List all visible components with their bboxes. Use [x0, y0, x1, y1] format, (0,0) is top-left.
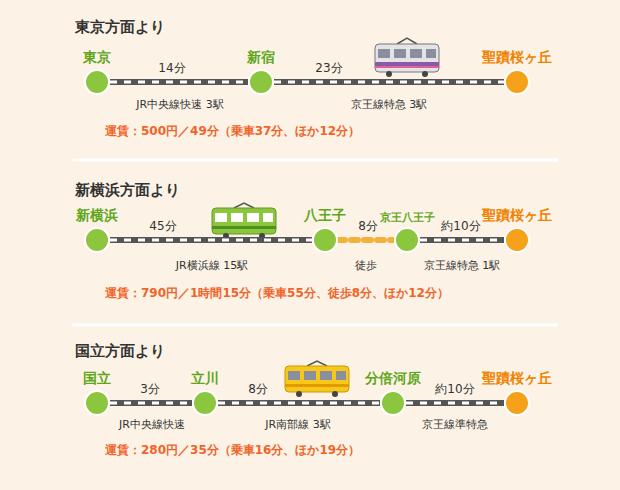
station-circle: 新横浜 — [84, 227, 110, 253]
fare-note: 運賃：790円／1時間15分（乗車55分、徒歩8分、ほか12分） — [105, 285, 449, 302]
station-circle: 東京 — [84, 69, 110, 95]
track-base — [406, 400, 504, 406]
track-base — [110, 79, 248, 85]
destination-station: 聖蹟桜ヶ丘 — [504, 390, 530, 416]
station-circle: 国立 — [84, 390, 110, 416]
station-circle: 分倍河原 — [380, 390, 406, 416]
rail-track — [110, 82, 248, 83]
section-heading: 新横浜方面より — [75, 181, 180, 200]
train-icon — [375, 38, 439, 77]
line-name: 京王線特急 1駅 — [424, 258, 501, 273]
station-circle: 八王子 — [312, 227, 338, 253]
travel-time: 約10分 — [439, 218, 482, 235]
track-ties — [110, 239, 312, 242]
station-name: 八王子 — [304, 207, 346, 225]
track-ties — [274, 81, 504, 84]
line-name: JR南部線 3駅 — [265, 417, 330, 432]
station-name: 国立 — [83, 370, 111, 388]
line-name: 徒歩 — [355, 258, 377, 273]
station-name: 新宿 — [247, 49, 275, 67]
track-ties — [406, 402, 504, 405]
rail-track — [218, 403, 380, 404]
line-name: JR中央線快速 3駅 — [136, 97, 223, 112]
track-base — [110, 237, 312, 243]
fare-note: 運賃：280円／35分（乗車16分、ほか19分） — [105, 442, 360, 459]
rail-track — [420, 240, 504, 241]
travel-time: 23分 — [313, 60, 344, 77]
section-heading: 国立方面より — [75, 342, 165, 361]
travel-time: 3分 — [138, 381, 162, 398]
station-circle: 立川 — [192, 390, 218, 416]
travel-time: 8分 — [246, 381, 270, 398]
line-name: JR中央線快速 — [119, 417, 185, 432]
rail-track — [406, 403, 504, 404]
travel-time: 約10分 — [433, 381, 476, 398]
line-name: 京王線特急 3駅 — [351, 97, 428, 112]
train-icon — [285, 361, 349, 397]
rail-track — [110, 403, 192, 404]
station-circle: 新宿 — [248, 69, 274, 95]
separator — [72, 324, 558, 327]
track-base — [420, 237, 504, 243]
line-name: JR横浜線 15駅 — [176, 258, 248, 273]
station-name: 新横浜 — [76, 207, 118, 225]
footprints — [338, 237, 394, 243]
track-ties — [218, 402, 380, 405]
destination-station: 聖蹟桜ヶ丘 — [504, 227, 530, 253]
walking-path — [338, 240, 394, 241]
travel-time: 8分 — [356, 218, 380, 235]
track-ties — [110, 81, 248, 84]
station-circle: 京王八王子 — [394, 227, 420, 253]
station-name: 東京 — [83, 49, 111, 67]
track-base — [110, 400, 192, 406]
travel-time: 45分 — [147, 218, 178, 235]
station-name: 聖蹟桜ヶ丘 — [482, 49, 552, 67]
track-ties — [420, 239, 504, 242]
station-name: 聖蹟桜ヶ丘 — [482, 207, 552, 225]
destination-station: 聖蹟桜ヶ丘 — [504, 69, 530, 95]
rail-track — [274, 82, 504, 83]
track-base — [274, 79, 504, 85]
rail-track — [110, 240, 312, 241]
fare-note: 運賃：500円／49分（乗車37分、ほか12分） — [105, 123, 360, 140]
travel-time: 14分 — [156, 60, 187, 77]
station-name: 聖蹟桜ヶ丘 — [482, 370, 552, 388]
line-name: 京王線準特急 — [422, 417, 488, 432]
track-base — [218, 400, 380, 406]
station-name: 京王八王子 — [380, 210, 435, 225]
separator — [72, 159, 558, 162]
section-heading: 東京方面より — [75, 18, 165, 37]
train-icon — [212, 203, 276, 239]
station-name: 分倍河原 — [365, 370, 421, 388]
station-name: 立川 — [191, 370, 219, 388]
track-ties — [110, 402, 192, 405]
